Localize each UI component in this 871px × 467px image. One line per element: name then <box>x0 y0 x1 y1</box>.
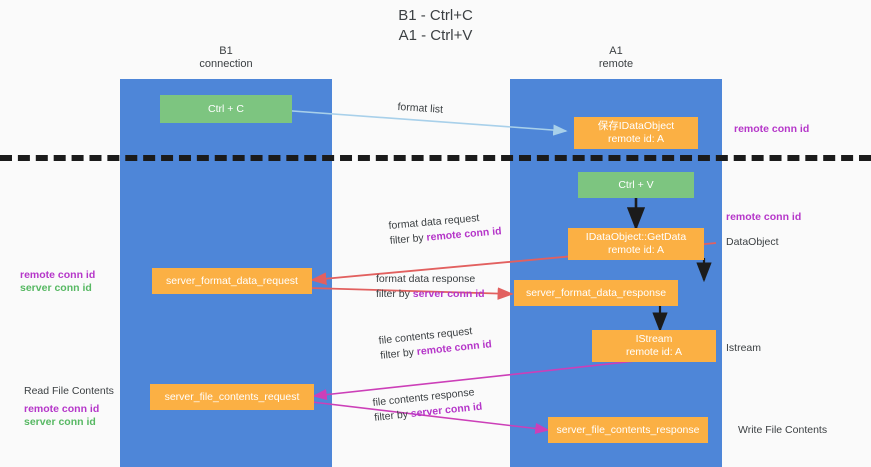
left-label-mid-remote-conn-id: remote conn id <box>20 269 96 281</box>
right-label-dataobject: DataObject <box>726 236 779 248</box>
edge-label-file-contents-response-filter-prefix: filter by <box>373 408 412 424</box>
right-label-mid-remote-conn-id: remote conn id <box>726 211 802 223</box>
left-label-bottom-remote-conn-id: remote conn id <box>24 403 100 415</box>
node-idataobject-getdata[interactable]: IDataObject::GetData remote id: A <box>568 228 704 260</box>
edge-label-format-data-request-filter-key: remote conn id <box>426 225 503 244</box>
edge-label-format-data-request: format data request filter by remote con… <box>388 209 502 249</box>
right-label-top-remote-conn-id: remote conn id <box>734 123 810 135</box>
node-ctrl-v[interactable]: Ctrl + V <box>578 172 694 198</box>
lane-header-a1: A1 remote <box>598 45 634 70</box>
node-server-format-data-request[interactable]: server_format_data_request <box>152 268 312 294</box>
left-label-bottom-server-conn-id: server conn id <box>24 416 96 428</box>
edge-label-file-contents-request: file contents request filter by remote c… <box>378 322 493 364</box>
edge-label-file-contents-response: file contents response filter by server … <box>372 385 483 426</box>
lane-header-b1: B1 connection <box>199 45 253 70</box>
left-label-mid-server-conn-id: server conn id <box>20 282 92 294</box>
edge-label-format-data-request-filter-prefix: filter by <box>389 231 428 247</box>
edge-label-format-data-response-filter-key: server conn id <box>412 288 485 300</box>
node-server-file-contents-response[interactable]: server_file_contents_response <box>548 417 708 443</box>
edge-label-format-data-response-text: format data response <box>376 273 476 285</box>
edge-label-format-data-response: format data response filter by server co… <box>376 272 485 302</box>
edge-label-format-list: format list <box>397 100 444 116</box>
edge-label-format-data-response-filter-prefix: filter by <box>376 288 413 300</box>
node-server-file-contents-request[interactable]: server_file_contents_request <box>150 384 314 410</box>
left-label-read-file-contents: Read File Contents <box>24 385 114 397</box>
section-divider <box>0 155 871 161</box>
right-label-istream: Istream <box>726 342 762 354</box>
node-save-idataobject[interactable]: 保存IDataObject remote id: A <box>574 117 698 149</box>
node-ctrl-c[interactable]: Ctrl + C <box>160 95 292 123</box>
node-server-format-data-response[interactable]: server_format_data_response <box>514 280 678 306</box>
edge-label-file-contents-request-filter-prefix: filter by <box>379 346 418 362</box>
diagram-title: B1 - Ctrl+C A1 - Ctrl+V <box>398 7 473 44</box>
node-istream[interactable]: IStream remote id: A <box>592 330 716 362</box>
right-label-write-file-contents: Write File Contents <box>738 424 828 436</box>
